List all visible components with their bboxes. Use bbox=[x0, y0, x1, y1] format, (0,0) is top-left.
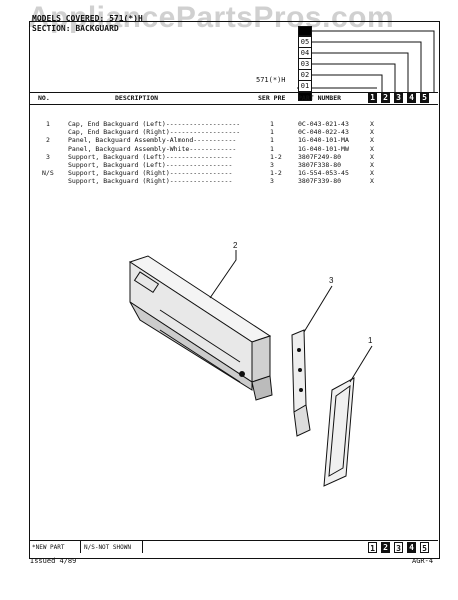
col-num: 2 bbox=[381, 92, 390, 103]
row-desc: Support, Backguard (Left)---------------… bbox=[68, 152, 233, 161]
row-desc: Panel, Backguard Assembly-Almond--------… bbox=[68, 136, 237, 145]
row-qty: 3 bbox=[270, 177, 274, 186]
col-no: NO. bbox=[38, 94, 50, 102]
section-code-marker bbox=[298, 26, 312, 36]
exploded-parts-diagram: 2 3 1 bbox=[128, 241, 373, 487]
backguard-panel-slot bbox=[133, 271, 160, 294]
section-code: 04 bbox=[298, 47, 312, 58]
col-num: 1 bbox=[368, 92, 377, 103]
row-part: 1G-040-101-MW bbox=[298, 144, 349, 153]
row-desc: Cap, End Backguard (Right)--------------… bbox=[68, 128, 241, 137]
end-cap bbox=[251, 375, 273, 401]
row-part: 3807F249-80 bbox=[298, 152, 342, 161]
table-header: NO. DESCRIPTION SER PRE PART NUMBER 1 2 … bbox=[30, 92, 438, 105]
page-number: AGR-4 bbox=[412, 557, 434, 565]
page-footer: *NEW PART N/S-NOT SHOWN 1 2 3 4 5 bbox=[30, 540, 438, 553]
row-desc: Support, Backguard (Left)---------------… bbox=[68, 160, 233, 169]
callout-label: 3 bbox=[329, 276, 334, 285]
row-part: 1G-040-101-MA bbox=[298, 136, 349, 145]
row-no: 2 bbox=[46, 136, 50, 145]
section-code-marker bbox=[298, 91, 312, 101]
row-qty: 1 bbox=[270, 136, 274, 145]
section-code-column: 05 04 03 02 01 bbox=[298, 26, 312, 101]
row-part: 3807F338-80 bbox=[298, 160, 342, 169]
col-num: 5 bbox=[420, 92, 429, 103]
row-qty: 1-2 bbox=[270, 169, 282, 178]
row-qty: 1 bbox=[270, 120, 274, 128]
section-code: 02 bbox=[298, 69, 312, 80]
row-no: 1 bbox=[46, 120, 50, 128]
footer-col-num: 4 bbox=[407, 542, 416, 553]
backguard-panel-end bbox=[251, 335, 271, 383]
model-label: 571(*)H bbox=[256, 76, 286, 84]
row-desc: Panel, Backguard Assembly-White---------… bbox=[68, 144, 237, 153]
issued-date: Issued 4/89 bbox=[30, 557, 77, 565]
row-mark: X bbox=[370, 136, 374, 145]
footer-col-num: 1 bbox=[368, 542, 377, 553]
screw bbox=[239, 371, 245, 377]
row-mark: X bbox=[370, 169, 374, 178]
models-line: MODELS COVERED: 571(*)H bbox=[32, 14, 143, 23]
models-heading: MODELS COVERED: 571(*)H SECTION: BACKGUA… bbox=[32, 14, 143, 34]
section-line: SECTION: BACKGUARD bbox=[32, 24, 119, 33]
end-cap-part bbox=[323, 377, 355, 487]
col-description: DESCRIPTION bbox=[115, 94, 159, 102]
row-qty: 3 bbox=[270, 160, 274, 169]
col-ser-pre: SER PRE bbox=[258, 94, 286, 102]
row-mark: X bbox=[370, 152, 374, 161]
section-code: 01 bbox=[298, 80, 312, 91]
footer-col-num: 2 bbox=[381, 542, 390, 553]
row-mark: X bbox=[370, 160, 374, 169]
row-no: N/S bbox=[42, 169, 54, 178]
new-part-legend: *NEW PART bbox=[32, 544, 65, 551]
row-mark: X bbox=[370, 177, 374, 186]
row-desc: Cap, End Backguard (Left)---------------… bbox=[68, 120, 241, 128]
row-part: 3807F339-80 bbox=[298, 177, 342, 186]
row-desc: Support, Backguard (Right)--------------… bbox=[68, 177, 233, 186]
row-mark: X bbox=[370, 144, 374, 153]
callout-label: 1 bbox=[368, 336, 373, 345]
row-qty: 1 bbox=[270, 144, 274, 153]
section-code: 03 bbox=[298, 58, 312, 69]
row-mark: X bbox=[370, 120, 374, 128]
not-shown-legend: N/S-NOT SHOWN bbox=[84, 544, 131, 551]
col-num: 4 bbox=[407, 92, 416, 103]
col-num: 3 bbox=[394, 92, 403, 103]
row-qty: 1-2 bbox=[270, 152, 282, 161]
row-desc: Support, Backguard (Right)--------------… bbox=[68, 169, 233, 178]
footer-col-num: 5 bbox=[420, 542, 429, 553]
row-no: 3 bbox=[46, 152, 50, 161]
row-part: 0C-040-022-43 bbox=[298, 128, 349, 137]
row-mark: X bbox=[370, 128, 374, 137]
footer-col-num: 3 bbox=[394, 542, 403, 553]
row-part: 1G-554-053-45 bbox=[298, 169, 349, 178]
row-qty: 1 bbox=[270, 128, 274, 137]
watermark: AppliancePartsPros.com bbox=[28, 1, 395, 34]
page-frame bbox=[29, 21, 440, 559]
callout-label: 2 bbox=[233, 241, 238, 250]
row-part: 0C-043-021-43 bbox=[298, 120, 349, 128]
col-part-number: PART NUMBER bbox=[298, 94, 342, 102]
section-code: 05 bbox=[298, 36, 312, 47]
